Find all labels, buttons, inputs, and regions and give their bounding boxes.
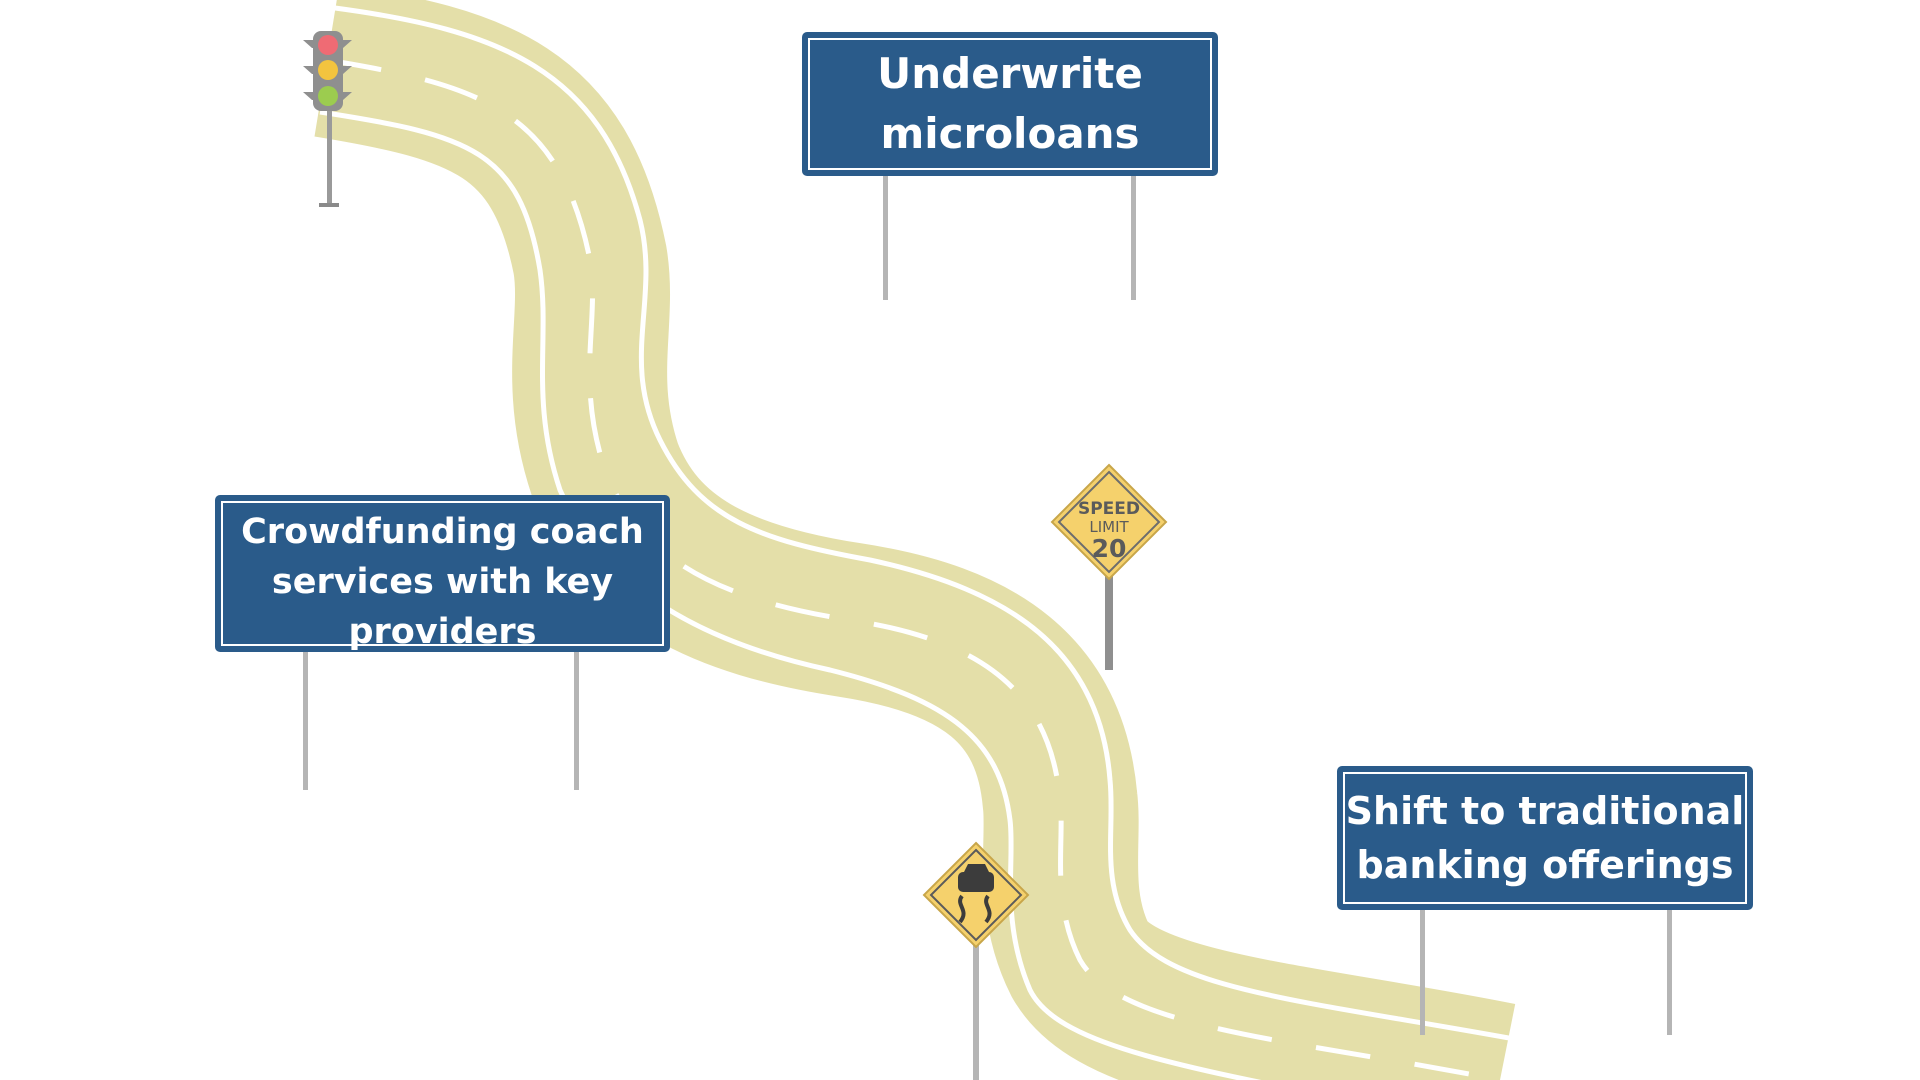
slippery-road-sign-icon — [922, 841, 1030, 1080]
sign-banking-line1: Shift to traditional — [1345, 789, 1745, 833]
sign-microloans-line2: microloans — [880, 109, 1140, 158]
sign-traditional-banking: Shift to traditional banking offerings — [1337, 766, 1753, 910]
sign-crowdfunding-line1: Crowdfunding coach — [241, 512, 644, 552]
speed-sign-value: 20 — [1092, 534, 1127, 563]
speed-sign-line1: SPEED — [1078, 499, 1140, 519]
sign-microloans-line1: Underwrite — [877, 49, 1143, 98]
traffic-light-icon — [303, 31, 352, 207]
winding-road — [314, 0, 1521, 1080]
sign-crowdfunding-line2: services with key — [271, 562, 614, 602]
sign-posts — [303, 170, 1672, 1035]
speed-sign-line2: LIMIT — [1089, 518, 1129, 536]
sign-crowdfunding-line3: providers — [348, 612, 537, 652]
sign-crowdfunding-coach: Crowdfunding coach services with key pro… — [215, 495, 670, 652]
sign-banking-line2: banking offerings — [1356, 843, 1734, 887]
sign-underwrite-microloans: Underwrite microloans — [802, 32, 1218, 176]
speed-limit-sign-icon: SPEED LIMIT 20 — [1050, 463, 1168, 670]
